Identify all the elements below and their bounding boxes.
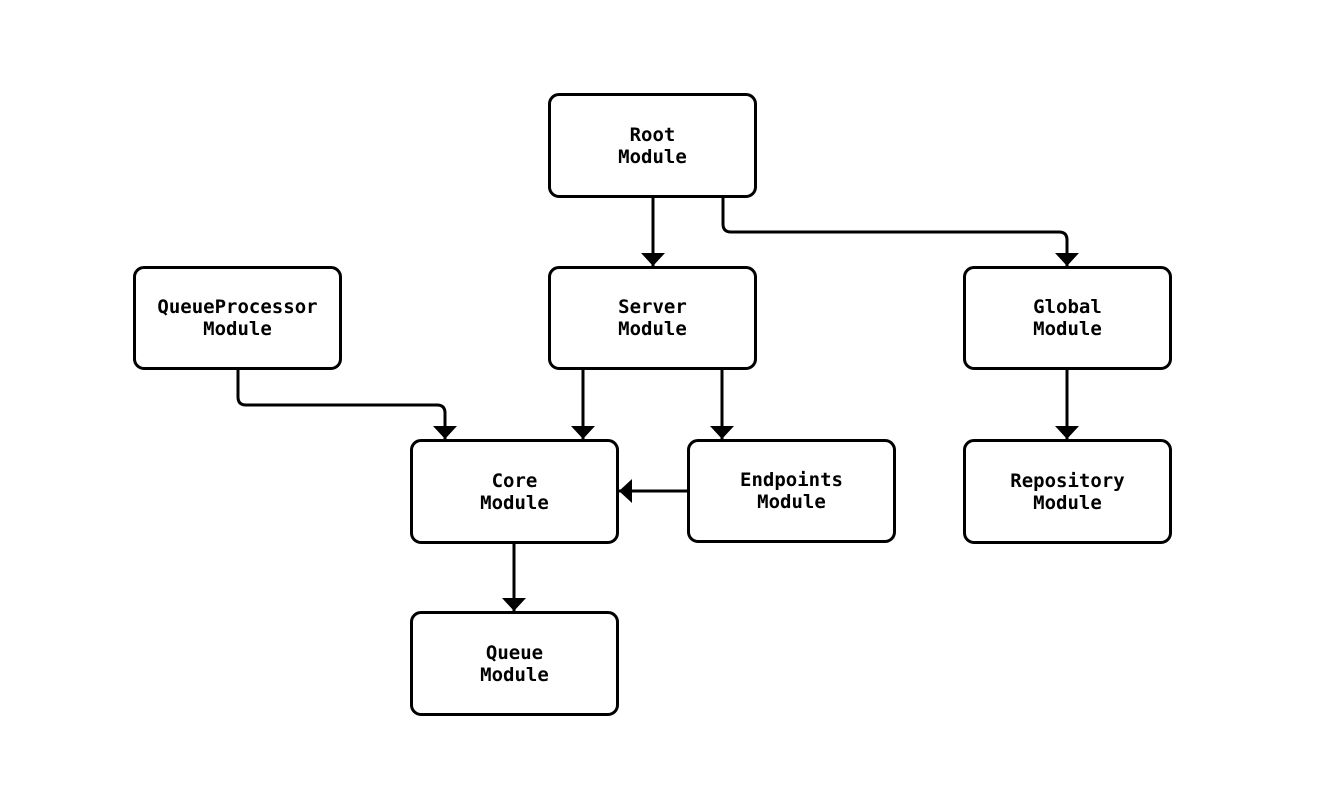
edge-root-global (721, 196, 1079, 268)
node-endpoints-module: Endpoints Module (687, 439, 896, 543)
node-root-module: Root Module (548, 93, 757, 198)
edge-queueprocessor-core (236, 368, 457, 441)
node-queueprocessor-module: QueueProcessor Module (133, 266, 342, 370)
node-core-module: Core Module (410, 439, 619, 544)
node-repository-module: Repository Module (963, 439, 1172, 544)
node-global-module: Global Module (963, 266, 1172, 370)
node-server-module: Server Module (548, 266, 757, 370)
node-queue-module: Queue Module (410, 611, 619, 716)
